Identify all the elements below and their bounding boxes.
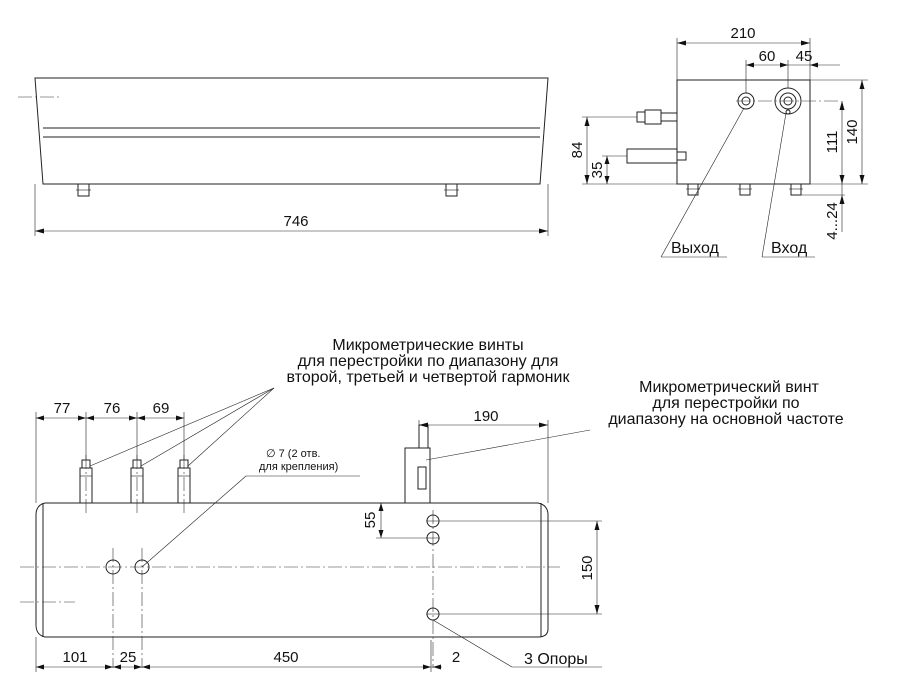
dim-77: 77 bbox=[54, 400, 71, 417]
label-supports: 3 Опоры bbox=[524, 651, 588, 668]
dim-150: 150 bbox=[579, 555, 596, 580]
note-fundamental-line3: диапазону на основной частоте bbox=[608, 411, 843, 428]
fundamental-tuning-block bbox=[404, 424, 431, 504]
dim-140: 140 bbox=[844, 119, 861, 144]
end-view-feet bbox=[686, 183, 803, 196]
dim-210: 210 bbox=[730, 25, 755, 42]
note-harmonics-line3: второй, третьей и четвертой гармоник bbox=[287, 369, 571, 386]
dim-25: 25 bbox=[120, 649, 137, 666]
front-view: 77 76 69 190 55 150 101 bbox=[20, 337, 844, 672]
dim-746: 746 bbox=[283, 213, 308, 230]
foot-right bbox=[444, 183, 459, 197]
foot-left bbox=[76, 183, 91, 197]
dim-60: 60 bbox=[759, 48, 776, 65]
dim-69: 69 bbox=[153, 400, 170, 417]
hole-note-line1: ∅ 7 (2 отв. bbox=[266, 448, 320, 460]
dim-190: 190 bbox=[473, 408, 498, 425]
dim-45: 45 bbox=[796, 48, 813, 65]
label-input: Вход bbox=[771, 240, 808, 257]
note-fundamental-line1: Микрометрический винт bbox=[639, 379, 819, 396]
top-view: 746 bbox=[18, 77, 549, 236]
note-harmonics-line2: для перестройки по диапазону для bbox=[298, 353, 559, 370]
end-view: 210 60 45 140 111 4...24 84 bbox=[569, 25, 868, 258]
top-view-outline bbox=[34, 77, 549, 185]
dim-55: 55 bbox=[362, 512, 379, 529]
note-fundamental-line2: для перестройки по bbox=[652, 395, 799, 412]
tuning-knob-lower bbox=[626, 148, 687, 164]
dim-2: 2 bbox=[452, 649, 460, 666]
hole-note-line2: для крепления) bbox=[259, 461, 338, 473]
end-view-body bbox=[676, 79, 811, 185]
dim-84: 84 bbox=[569, 142, 586, 159]
dim-450: 450 bbox=[273, 649, 298, 666]
dim-111: 111 bbox=[824, 131, 841, 154]
dim-76: 76 bbox=[104, 400, 121, 417]
dim-35: 35 bbox=[589, 162, 606, 179]
dim-4-24: 4...24 bbox=[824, 202, 841, 240]
note-harmonics-line1: Микрометрические винты bbox=[332, 337, 523, 354]
tuning-knob-upper bbox=[636, 109, 678, 125]
front-view-body bbox=[35, 502, 549, 638]
dim-101: 101 bbox=[62, 649, 87, 666]
label-output: Выход bbox=[671, 240, 720, 257]
